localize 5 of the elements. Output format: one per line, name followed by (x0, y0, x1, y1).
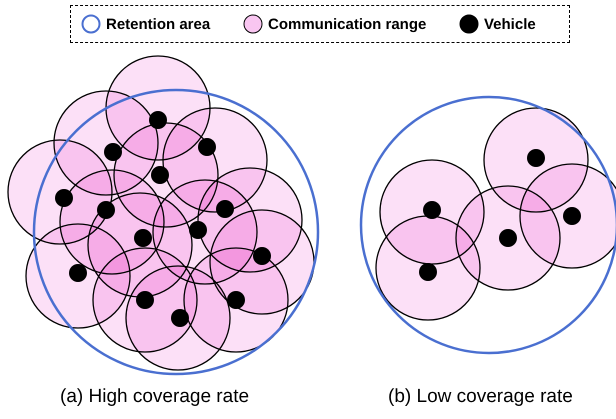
legend-text: Vehicle (484, 16, 536, 32)
legend-text: Retention area (106, 16, 210, 32)
panel-caption: (b) Low coverage rate (388, 386, 573, 408)
legend-text: Communication range (268, 16, 426, 32)
panel-caption: (a) High coverage rate (60, 386, 250, 408)
